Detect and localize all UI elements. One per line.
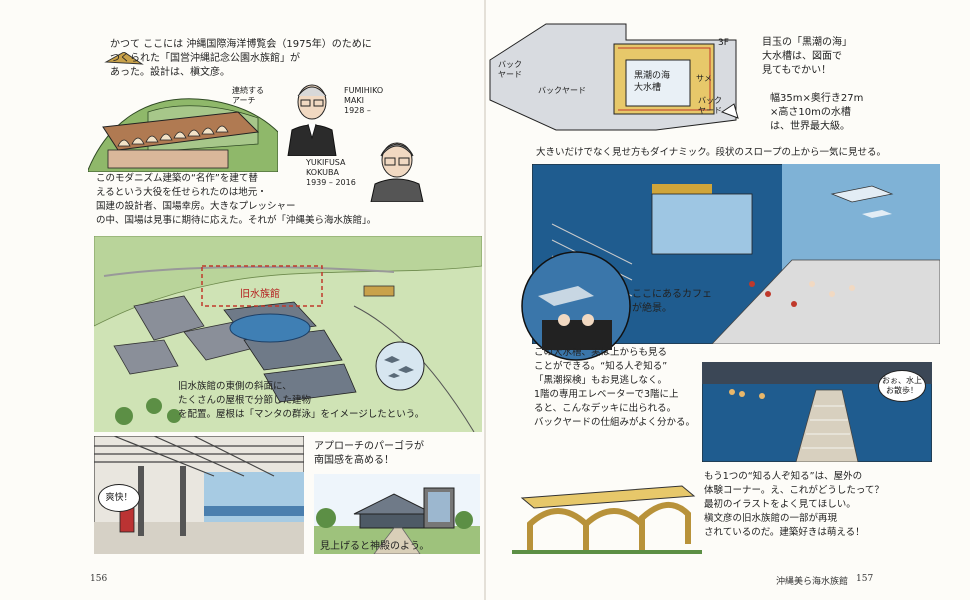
left-page: かつて ここには 沖縄国際海洋博覧会（1975年）のために つくられた「国営沖縄… — [0, 0, 484, 600]
modernism-text: このモダニズム建築の“名作”を建て替 えるという大役を任せられたのは地元・ 国建… — [96, 173, 377, 226]
entrance-exterior-illustration — [314, 474, 480, 554]
speech-bubble-refreshing: 爽快！ — [98, 484, 140, 512]
outdoor-text: もう1つの“知る人ぞ知る”は、屋外の 体験コーナー。え、これがどうしたって？ 最… — [704, 471, 884, 538]
intro-text: かつて ここには 沖縄国際海洋博覧会（1975年）のために つくられた「国営沖縄… — [110, 39, 372, 78]
page-number-left: 156 — [90, 574, 108, 584]
page-number-right: 157 — [856, 574, 874, 584]
shark-label: サメ — [696, 74, 712, 83]
architect1-name: FUMIHIKO MAKI 1928 – — [344, 86, 384, 115]
backyard-label-left: バック ヤード — [498, 60, 522, 79]
cafe-circle-illustration — [521, 251, 631, 361]
old-building-text: 旧水族館の東側の斜面に、 たくさんの屋根で分節した建物 を配置。屋根は「マンタの… — [178, 381, 425, 420]
old-aquarium-illustration — [88, 52, 278, 172]
cafe-text: ここにあるカフェ が絶景。 — [632, 289, 712, 314]
pergola-text: アプローチのパーゴラが 南国感を高める！ — [314, 441, 424, 466]
map-label-old-aquarium: 旧水族館 — [240, 289, 280, 300]
tank-size-text: 幅35m×奥行き27m ×高さ10mの水槽 は、世界最大級。 — [770, 93, 864, 132]
architect2-name: YUKIFUSA KOKUBA 1939 – 2016 — [306, 158, 356, 187]
temple-text: 見上げると神殿のよう。 — [320, 541, 430, 552]
floor-plan-illustration — [489, 23, 739, 131]
arch-label: 連続する アーチ — [232, 86, 264, 105]
dynamic-text: 大きいだけでなく見せ方もダイナミック。段状のスロープの上から一気に見せる。 — [536, 147, 886, 158]
architect2-portrait — [370, 142, 424, 202]
backyard-label-right: バック ヤード — [698, 96, 722, 115]
tank-label: 黒潮の海 大水槽 — [634, 71, 671, 93]
right-page: 3F 黒潮の海 大水槽 バック ヤード バックヤード バック ヤード サメ 目玉… — [486, 0, 970, 600]
pergola-arches-illustration — [512, 485, 702, 554]
tank-text: 目玉の「黒潮の海」 大水槽は、図面で 見てもでかい！ — [762, 37, 852, 76]
architect1-portrait — [287, 84, 337, 156]
book-gutter — [484, 0, 486, 600]
footer-book-title: 沖縄美ら海水族館 — [776, 577, 849, 587]
backyard-label-bottom: バックヤード — [538, 86, 586, 95]
deck-bubble: おぉ、水上 お散歩！ — [878, 370, 926, 402]
top-view-text: この大水槽、実は上からも見る ことができる。“知る人ぞ知る” 「黒潮探検」もお見… — [534, 347, 696, 428]
floor-label: 3F — [718, 38, 729, 48]
manta-circle-illustration — [375, 341, 425, 391]
